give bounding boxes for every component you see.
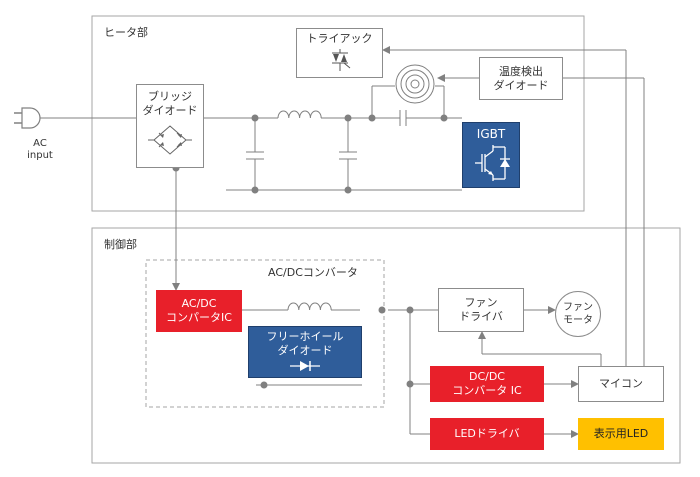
triac-label: トライアック [306, 32, 373, 45]
fan-motor-line2: モータ [563, 315, 593, 326]
bridge-diode-block: ブリッジ ダイオード [136, 84, 204, 168]
temp-diode-line2: ダイオード [493, 78, 549, 92]
igbt-icon [475, 145, 510, 181]
triac-block: トライアック [296, 28, 383, 78]
fan-driver-block: ファン ドライバ [438, 288, 524, 332]
ac-input-line2: input [27, 150, 53, 161]
bridge-diode-icon [148, 125, 192, 155]
microcontroller-label: マイコン [599, 377, 643, 390]
bridge-diode-line1: ブリッジ [148, 90, 192, 103]
freewheel-diode-block: フリーホイール ダイオード [248, 326, 362, 378]
acdc-group-frame [145, 259, 385, 408]
dcdc-ic-line2: コンバータ IC [452, 384, 522, 397]
acdc-ic-line1: AC/DC [181, 297, 217, 310]
induction-coil-icon [395, 64, 435, 104]
acdc-group-title: AC/DCコンバータ [268, 266, 358, 279]
acdc-ic-line2: コンパータIC [166, 311, 232, 324]
ac-plug-icon [14, 107, 136, 129]
control-section-frame [91, 227, 681, 464]
display-led-block: 表示用LED [578, 418, 664, 450]
display-led-label: 表示用LED [593, 427, 649, 440]
fan-driver-line1: ファン [464, 296, 498, 309]
heater-nodes [172, 114, 448, 194]
control-nodes [260, 306, 414, 389]
heater-section-frame [91, 15, 585, 212]
igbt-block: IGBT [462, 122, 520, 188]
temp-diode-block: 温度検出 ダイオード [479, 57, 563, 100]
heater-section-title: ヒータ部 [104, 26, 148, 39]
diode-icon [290, 361, 320, 371]
freewheel-diode-line1: フリーホイール [266, 330, 344, 343]
led-driver-label: LEDドライバ [454, 427, 520, 440]
dcdc-ic-block: DC/DC コンバータ IC [430, 366, 544, 402]
temp-diode-line1: 温度検出 [499, 64, 543, 78]
dcdc-ic-line1: DC/DC [468, 370, 505, 383]
acdc-ic-block: AC/DC コンパータIC [156, 290, 242, 332]
control-wiring [242, 302, 602, 438]
ac-input-line1: AC [33, 138, 47, 149]
igbt-label: IGBT [476, 127, 506, 141]
fan-driver-line2: ドライバ [459, 310, 503, 323]
bridge-diode-line2: ダイオード [142, 104, 198, 117]
triac-icon [331, 49, 350, 71]
fan-motor: ファン モータ [555, 291, 601, 337]
ac-input-label: AC input [18, 136, 62, 164]
control-section-title: 制御部 [104, 238, 137, 251]
led-driver-block: LEDドライバ [430, 418, 544, 450]
fan-motor-line1: ファン [563, 302, 593, 313]
microcontroller-block: マイコン [578, 366, 664, 402]
freewheel-diode-line2: ダイオード [277, 344, 333, 357]
